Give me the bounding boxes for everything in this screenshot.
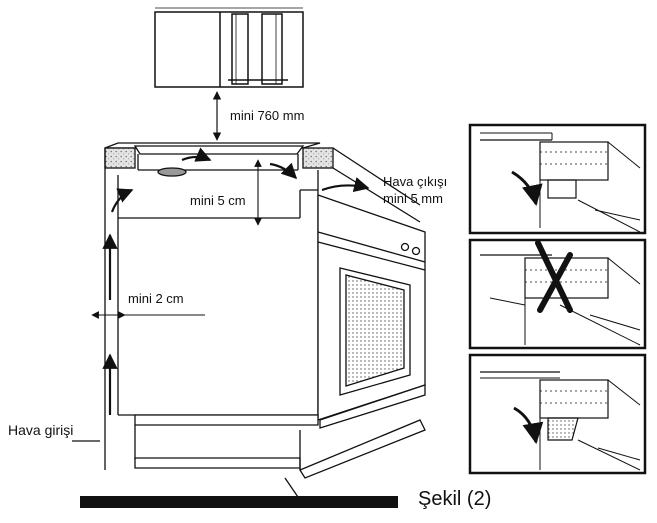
oven: [317, 194, 426, 421]
air-outlet-label: Hava çıkışı: [383, 174, 447, 189]
hob-fan-icon: [157, 167, 187, 177]
hob: [133, 145, 305, 177]
oven-knob-icon: [411, 246, 421, 256]
airflow-arrows: [102, 147, 370, 415]
figure-caption: Şekil (2): [418, 488, 491, 510]
air-outlet-value: mini 5 mm: [383, 191, 443, 206]
countertop: [104, 142, 421, 223]
upper-cabinet: [154, 7, 304, 88]
floor: [80, 496, 398, 508]
detail-panel-correct-1: [468, 123, 647, 235]
cabinet-plinth: [134, 384, 426, 501]
oven-knob-icon: [400, 242, 410, 252]
air-inlet-label: Hava girişi: [8, 422, 73, 438]
oven-window: [345, 274, 405, 387]
detail-panel-correct-2: [468, 353, 647, 475]
side-clearance-label: mini 2 cm: [128, 291, 184, 306]
wrong-cross-icon: [535, 240, 573, 313]
top-clearance-label: mini 760 mm: [230, 108, 304, 123]
detail-panel-wrong: [468, 238, 647, 350]
inner-clearance-label: mini 5 cm: [190, 193, 246, 208]
